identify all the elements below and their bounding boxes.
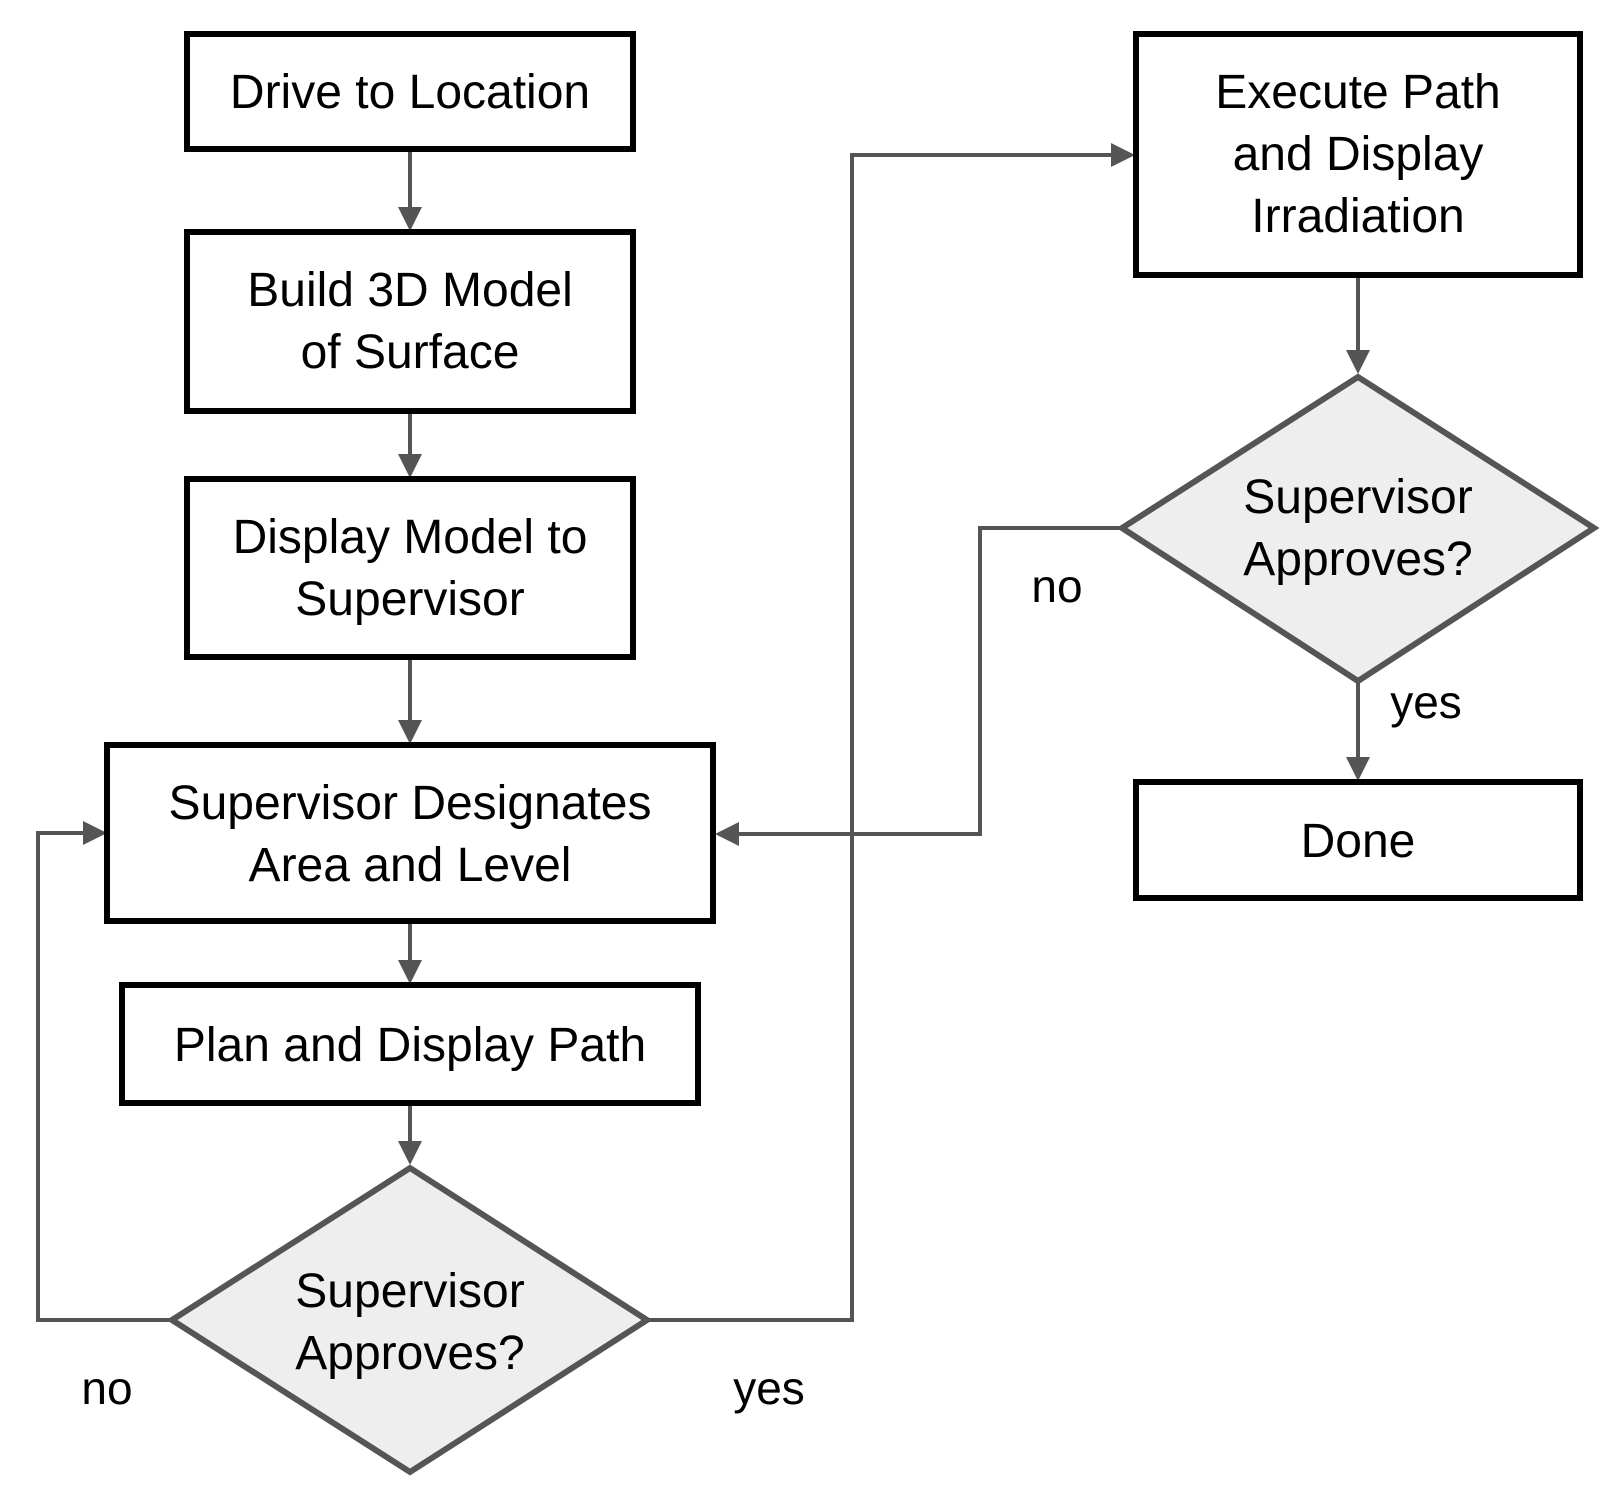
node-label: Done xyxy=(1301,815,1416,868)
arrowhead-icon xyxy=(398,454,422,478)
node-label: of Surface xyxy=(301,326,520,379)
arrowhead-icon xyxy=(398,1141,422,1165)
arrow-path-no-loop xyxy=(36,831,172,1322)
node-label: Supervisor Designates xyxy=(169,777,652,830)
node-execute-path: Execute Path and Display Irradiation xyxy=(1133,31,1583,278)
decision-label: Approves? xyxy=(295,1327,524,1380)
arrowhead-icon xyxy=(1346,757,1370,781)
node-done: Done xyxy=(1133,779,1583,901)
node-display-model: Display Model to Supervisor xyxy=(184,476,636,660)
arrowhead-icon xyxy=(398,960,422,984)
node-label: and Display xyxy=(1233,128,1484,181)
node-label: Plan and Display Path xyxy=(174,1019,646,1072)
node-plan-display-path: Plan and Display Path xyxy=(119,982,701,1106)
node-label: Drive to Location xyxy=(230,66,590,119)
edge-label-path-no: no xyxy=(81,1362,132,1414)
connectors xyxy=(36,143,1370,1322)
node-label: Area and Level xyxy=(249,839,572,892)
node-label: Irradiation xyxy=(1251,190,1464,243)
node-build-3d-model: Build 3D Model of Surface xyxy=(184,229,636,414)
arrowhead-icon xyxy=(715,822,739,846)
decision-label: Supervisor xyxy=(1243,471,1472,524)
arrow-irradiation-no-loop xyxy=(738,526,1122,836)
decision-label: Supervisor xyxy=(295,1265,524,1318)
node-supervisor-designates: Supervisor Designates Area and Level xyxy=(104,742,716,924)
edge-label-path-yes: yes xyxy=(733,1362,805,1414)
node-label: Build 3D Model xyxy=(247,264,573,317)
decision-path-approval: Supervisor Approves? xyxy=(166,1164,653,1476)
decision-irradiation-approval: Supervisor Approves? xyxy=(1116,373,1600,685)
node-label: Display Model to xyxy=(233,511,588,564)
arrow-path-yes xyxy=(647,153,1112,1322)
decision-label: Approves? xyxy=(1243,533,1472,586)
arrowhead-icon xyxy=(1111,143,1135,167)
edge-label-irradiation-yes: yes xyxy=(1390,676,1462,728)
edge-label-irradiation-no: no xyxy=(1031,560,1082,612)
arrowhead-icon xyxy=(398,720,422,744)
node-label: Supervisor xyxy=(295,573,524,626)
node-drive-to-location: Drive to Location xyxy=(184,31,636,152)
node-label: Execute Path xyxy=(1215,66,1501,119)
arrowhead-icon xyxy=(83,821,107,845)
arrowhead-icon xyxy=(1346,350,1370,374)
arrowhead-icon xyxy=(398,207,422,231)
